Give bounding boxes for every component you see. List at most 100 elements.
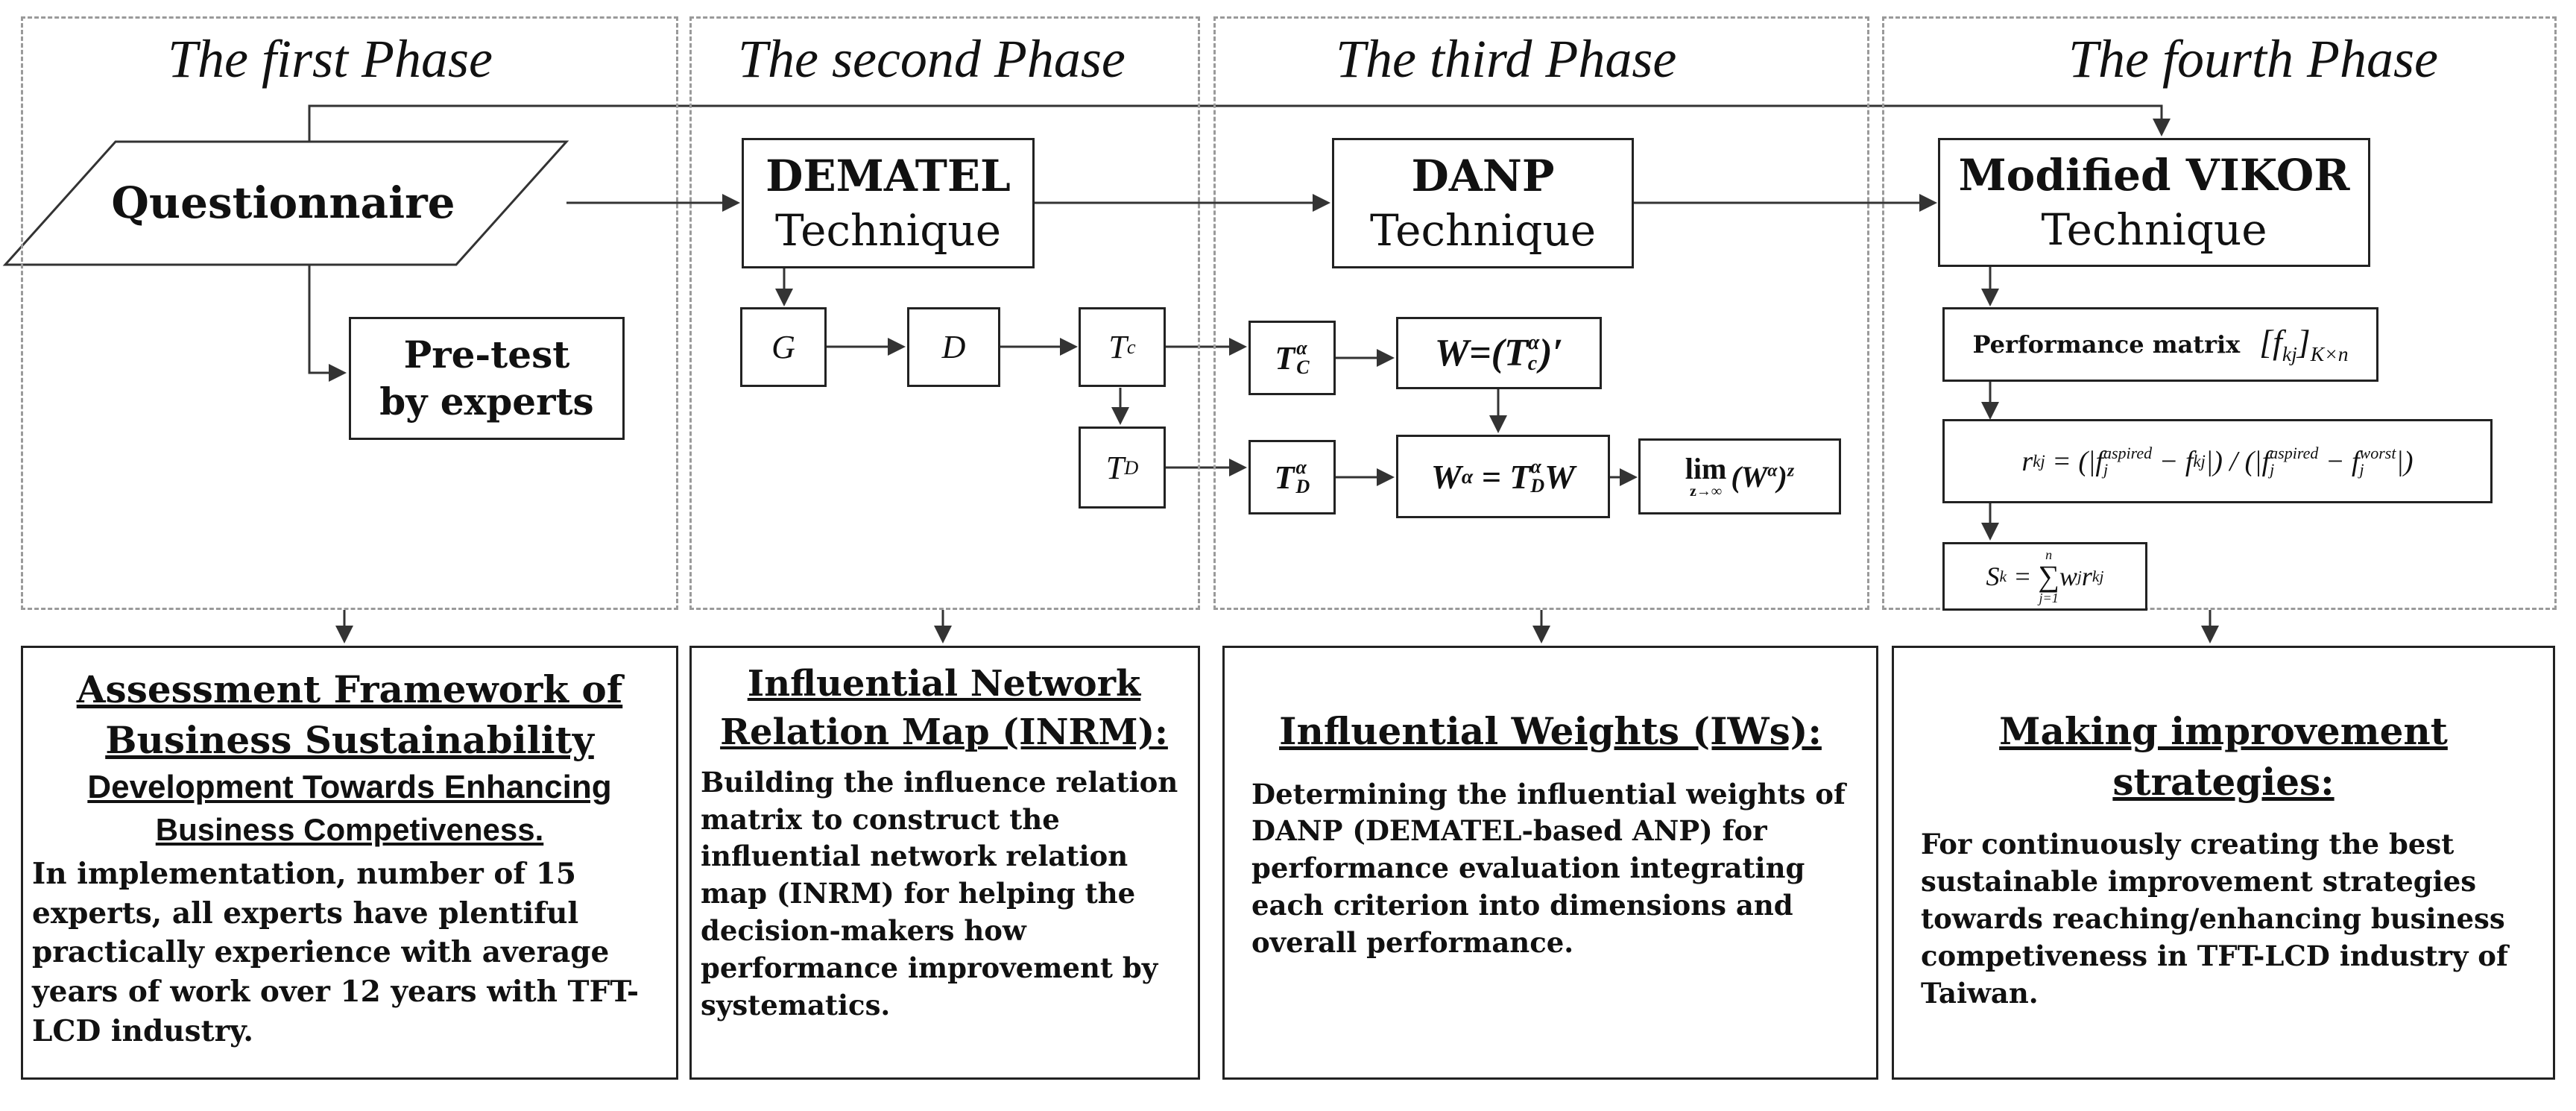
performance-label: Performance matrix: [1972, 330, 2241, 359]
wa-end: W: [1544, 457, 1576, 496]
matrix-tca: T: [1275, 339, 1295, 377]
wa-lhs: W: [1430, 457, 1462, 496]
s-lhs-sub: k: [1999, 567, 2007, 585]
r-part-b-sub: kj: [2193, 451, 2206, 470]
vikor-box: Modified VIKOR Technique: [1938, 138, 2370, 267]
pretest-line1: Pre-test: [403, 333, 570, 377]
s-sum: ∑: [2038, 559, 2059, 593]
pretest-box: Pre-test by experts: [349, 317, 625, 440]
wa-mid-sub: D: [1530, 475, 1545, 497]
dematel-box: DEMATEL Technique: [742, 138, 1035, 268]
matrix-td-sub: D: [1124, 456, 1139, 479]
output-1-body: In implementation, number of 15 experts,…: [32, 857, 640, 1048]
matrix-tda-sub: D: [1295, 476, 1310, 497]
dematel-line2: Technique: [774, 204, 1002, 256]
r-part-c-sup: aspired: [2270, 443, 2319, 462]
s-sum-top: n: [2045, 547, 2053, 562]
phase-1-panel: [21, 16, 678, 610]
matrix-tca-sup: α: [1296, 337, 1307, 359]
s-rhs-sub: j: [2077, 567, 2082, 585]
r-part-d-sup: worst: [2359, 443, 2396, 462]
vikor-line1: Modified VIKOR: [1958, 150, 2350, 201]
phase-4-title: The fourth Phase: [2068, 29, 2438, 89]
danp-line1: DANP: [1411, 151, 1555, 201]
danp-box: DANP Technique: [1332, 138, 1634, 268]
performance-matrix: [f: [2259, 323, 2282, 362]
phase-2-title: The second Phase: [738, 29, 1126, 89]
dematel-line1: DEMATEL: [765, 151, 1011, 201]
r-part-a-sub: j: [2103, 459, 2109, 479]
phase-2-panel: [689, 16, 1200, 610]
vikor-line2: Technique: [2041, 204, 2267, 255]
lim-label: lim: [1685, 452, 1727, 485]
matrix-d: D: [941, 329, 966, 365]
questionnaire-label: Questionnaire: [111, 177, 455, 229]
matrix-tda-sup: α: [1295, 456, 1307, 478]
matrix-tda: T: [1274, 459, 1295, 496]
matrix-g: G: [771, 329, 795, 365]
performance-matrix-dim: K×n: [2310, 342, 2349, 366]
bypass-arrow: [308, 104, 2171, 142]
r-part-a: = (|f: [2045, 445, 2103, 477]
lim-expr-sup: α: [1767, 461, 1778, 481]
r-part-c: |) / (|f: [2205, 445, 2270, 477]
r-part-b: − f: [2152, 445, 2194, 477]
matrix-g-box: G: [740, 307, 827, 387]
r-part-d: − f: [2318, 445, 2360, 477]
w-eq: W=(T: [1434, 332, 1528, 374]
r-part-c-sub: j: [2270, 459, 2275, 479]
output-1-heading-line-4: Business Competiveness.: [155, 812, 544, 848]
s-sum-bottom: j=1: [2039, 591, 2059, 605]
output-3-body: Determining the influential weights of D…: [1251, 777, 1846, 960]
matrix-d-box: D: [907, 307, 1000, 387]
w-eq-sub: c: [1527, 351, 1538, 375]
phase-4-panel: [1882, 16, 2557, 610]
lim-expr: (W: [1731, 459, 1768, 494]
wa-mid: = T: [1473, 457, 1531, 496]
output-1-heading-line-1: Assessment Framework of: [76, 667, 623, 711]
matrix-tc: T: [1108, 329, 1127, 365]
output-3-heading: Influential Weights (IWs):: [1279, 709, 1822, 753]
w-eq-end: )′: [1539, 332, 1564, 374]
danp-line2: Technique: [1369, 204, 1597, 256]
output-1-heading-line-2: Business Sustainability: [105, 717, 594, 762]
r-part-d-sub: j: [2359, 459, 2364, 479]
output-box-4: Making improvement strategies: For conti…: [1892, 646, 2555, 1080]
output-2-heading-line-2: Relation Map (INRM):: [720, 711, 1168, 753]
output-box-3: Influential Weights (IWs): Determining t…: [1222, 646, 1878, 1080]
r-part-a-sup: aspired: [2103, 443, 2153, 462]
phase-3-panel: [1213, 16, 1869, 610]
output-2-heading-line-1: Influential Network: [747, 663, 1141, 705]
output-1-heading-line-3: Development Towards Enhancing: [87, 769, 612, 805]
output-4-heading: Making improvement strategies:: [1999, 709, 2448, 804]
matrix-td: T: [1105, 449, 1125, 486]
s-eq: =: [2007, 561, 2039, 591]
s-lhs: S: [1986, 561, 2000, 591]
lim-expr-end: ): [1777, 459, 1787, 494]
output-4-body: For continuously creating the best susta…: [1921, 828, 2508, 1010]
matrix-tca-sub: C: [1296, 356, 1310, 378]
performance-matrix-box: Performance matrix [fkj]K×n: [1942, 307, 2378, 382]
r-lhs-sub: kj: [2033, 451, 2045, 470]
questionnaire-shape: [2, 140, 569, 266]
q-pretest-arrow: [308, 254, 347, 382]
performance-matrix-end: ]: [2296, 323, 2311, 362]
output-box-2: Influential Network Relation Map (INRM):…: [689, 646, 1200, 1080]
pretest-line2: by experts: [379, 379, 594, 424]
s-rhs: w: [2059, 561, 2077, 591]
phase-1-title: The first Phase: [168, 29, 493, 89]
r-part-e: |): [2396, 445, 2414, 477]
lim-sub: z→∞: [1690, 483, 1723, 500]
lim-pow: z: [1787, 461, 1795, 481]
s-rhs2: r: [2081, 561, 2092, 591]
